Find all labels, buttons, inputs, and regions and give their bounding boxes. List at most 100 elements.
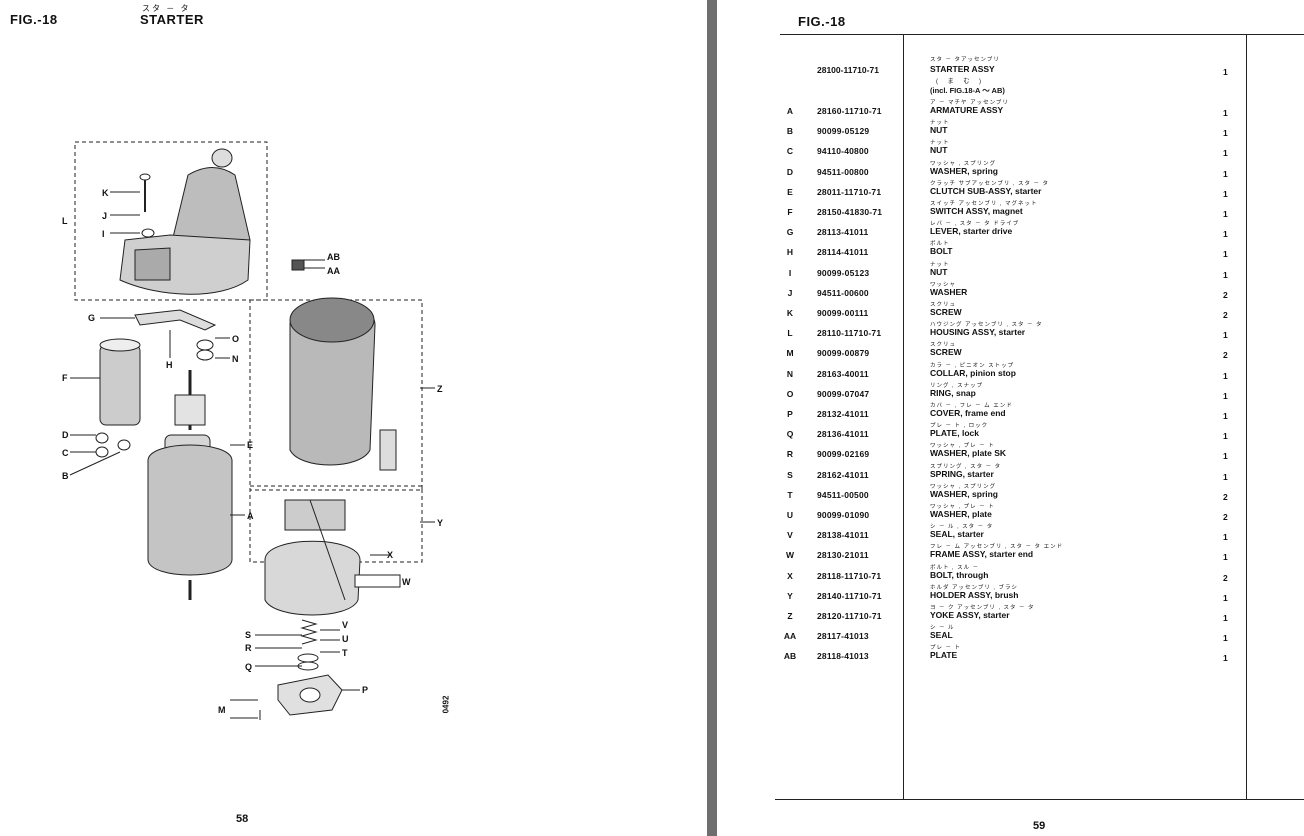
ref-cell: W bbox=[785, 550, 795, 561]
part-no-cell: 94511-00800 bbox=[817, 166, 869, 177]
qty-cell: 1 bbox=[1223, 229, 1228, 240]
part-no-cell: 28118-11710-71 bbox=[817, 570, 882, 581]
table-top-border bbox=[780, 34, 1304, 35]
ref-cell: Z bbox=[787, 611, 793, 621]
part-no-cell: 90099-01090 bbox=[817, 510, 870, 520]
ref-cell: T bbox=[787, 489, 793, 500]
callout-H: H bbox=[166, 360, 173, 370]
qty-cell: 2 bbox=[1223, 350, 1228, 361]
callout-N: N bbox=[232, 354, 239, 364]
callout-K: K bbox=[102, 188, 109, 198]
part-name-cell: RING, snap bbox=[930, 387, 976, 398]
part-no-cell: 90099-02169 bbox=[817, 449, 870, 460]
ref-cell: AA bbox=[783, 631, 797, 642]
part-no-cell: 28162-41011 bbox=[817, 469, 869, 480]
ref-cell: R bbox=[786, 449, 794, 460]
exploded-starter-diagram: L K J I AB AA G H O N F D C B E A Z Y X … bbox=[62, 141, 443, 720]
callout-AB: AB bbox=[327, 252, 340, 262]
callout-W: W bbox=[402, 577, 411, 587]
ref-cell: X bbox=[787, 570, 793, 581]
jp-name-cell: スプリング , スタ － タ bbox=[930, 463, 1002, 470]
part-name-cell: COLLAR, pinion stop bbox=[930, 367, 1016, 378]
jp-name-cell: ヨ － ク アッセンブリ , スタ － タ bbox=[930, 605, 1035, 611]
jp-name-cell: ボルト , スル － bbox=[930, 564, 980, 571]
part-no-cell: 28011-11710-71 bbox=[817, 186, 882, 197]
part-name-cell: SEAL bbox=[930, 630, 953, 641]
ref-cell: S bbox=[787, 469, 793, 480]
part-name-cell: WASHER, spring bbox=[930, 165, 999, 176]
jp-name-cell: スクリュ bbox=[930, 302, 957, 308]
jp-name-cell: リング , スナップ bbox=[930, 382, 984, 389]
fig-label: FIG.-18 bbox=[10, 12, 58, 27]
callout-E: E bbox=[247, 440, 253, 450]
jp-name-cell: レバ － , スタ － タ ドライブ bbox=[930, 221, 1020, 228]
part-name-cell: SPRING, starter bbox=[930, 468, 994, 479]
qty-cell: 1 bbox=[1223, 209, 1228, 219]
qty-cell: 1 bbox=[1223, 653, 1228, 664]
jp-name-cell: ワッシャ , スプリング bbox=[930, 160, 997, 167]
ref-cell: K bbox=[786, 308, 794, 318]
jp-name-cell: シ － ル , スタ － タ bbox=[930, 524, 994, 531]
qty-cell: 1 bbox=[1223, 168, 1228, 179]
diagram-code: 0492 bbox=[441, 695, 451, 714]
part-no-cell: 28113-41011 bbox=[817, 227, 869, 238]
part-name-cell: WASHER bbox=[930, 286, 968, 297]
part-name-cell: CLUTCH SUB-ASSY, starter bbox=[930, 185, 1042, 196]
part-no-cell: 28118-41013 bbox=[817, 651, 869, 662]
ref-cell: I bbox=[788, 267, 792, 278]
part-name-cell: BOLT bbox=[930, 246, 953, 257]
title-kana: スタ － タ bbox=[142, 4, 191, 13]
part-name-cell: SCREW bbox=[930, 307, 962, 317]
qty-cell: 1 bbox=[1223, 128, 1228, 139]
callout-G: G bbox=[88, 313, 95, 323]
qty-cell: 1 bbox=[1223, 108, 1228, 118]
part-no-cell: 28132-41011 bbox=[817, 409, 869, 419]
callout-B: B bbox=[62, 471, 69, 481]
ref-cell: G bbox=[786, 227, 794, 238]
jp-name-cell: ワッシャ bbox=[930, 281, 957, 288]
part-name-cell: PLATE bbox=[930, 650, 958, 661]
left-page: FIG.-18 スタ － タ STARTER bbox=[10, 4, 451, 825]
part-name-cell: SEAL, starter bbox=[930, 529, 984, 540]
part-name-cell: NUT bbox=[930, 125, 948, 136]
part-name-cell: ARMATURE ASSY bbox=[930, 105, 1004, 115]
part-no-cell: 28160-11710-71 bbox=[817, 106, 882, 116]
callout-F: F bbox=[62, 373, 68, 383]
page-title: STARTER bbox=[140, 12, 204, 27]
callout-A: A bbox=[247, 511, 254, 521]
jp-name-cell: ワッシャ , スプリング bbox=[930, 483, 997, 490]
part-name-cell: NUT bbox=[930, 266, 948, 277]
ref-cell: L bbox=[787, 328, 793, 339]
part-name-cell: HOLDER ASSY, brush bbox=[930, 589, 1019, 600]
part-name-cell: FRAME ASSY, starter end bbox=[930, 549, 1034, 560]
callout-I: I bbox=[102, 229, 105, 239]
jp-name-cell: ワッシャ , プレ － ト bbox=[930, 443, 995, 450]
part-no-cell: 90099-05129 bbox=[817, 126, 870, 137]
callout-O: O bbox=[232, 334, 239, 344]
ref-cell: H bbox=[786, 247, 794, 258]
callout-V: V bbox=[342, 620, 348, 630]
jp-name-cell: スクリュ bbox=[930, 342, 957, 349]
table-bottom-border bbox=[775, 799, 1304, 800]
ref-cell: C bbox=[786, 146, 794, 157]
qty-cell: 1 bbox=[1223, 633, 1228, 644]
brush-group-box bbox=[249, 485, 423, 563]
part-name-cell: WASHER, plate SK bbox=[930, 448, 1007, 459]
ref-cell: J bbox=[787, 287, 793, 298]
part-no-cell: 28136-41011 bbox=[817, 429, 869, 440]
assembly-note: (incl. FIG.18-A ～ AB) bbox=[930, 86, 1005, 95]
